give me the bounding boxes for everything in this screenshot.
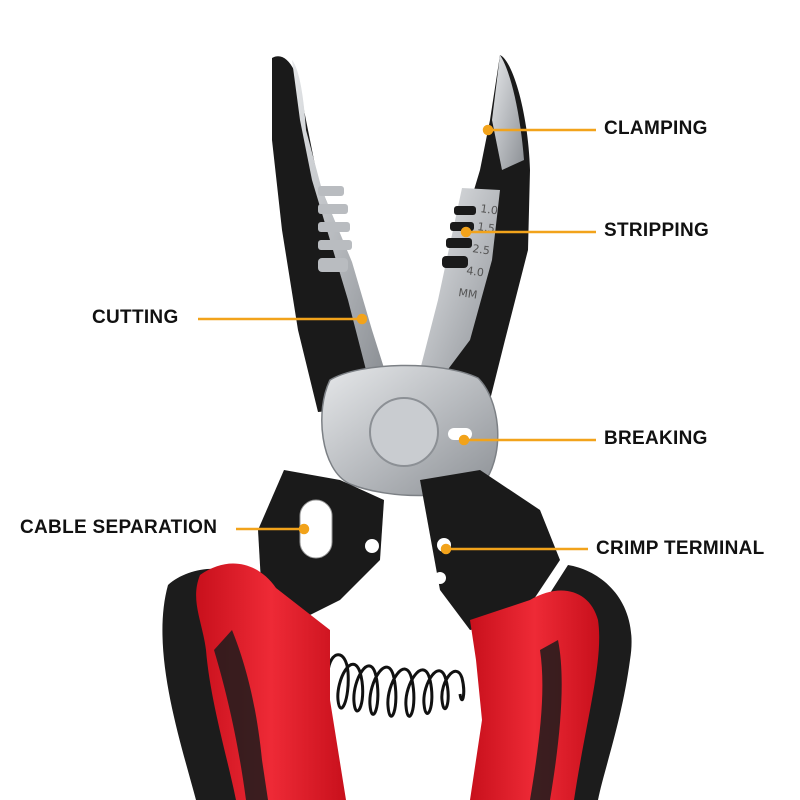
pivot-rivet <box>369 397 439 467</box>
right-jaw-face <box>420 188 500 380</box>
label-stripping: STRIPPING <box>604 220 710 241</box>
crimp-terminal-leader-dot <box>440 543 452 555</box>
left-hole <box>365 539 379 553</box>
spring <box>326 653 466 718</box>
label-crimp-terminal: CRIMP TERMINAL <box>596 538 765 559</box>
label-cutting: CUTTING <box>92 307 179 328</box>
crimp-notch-2 <box>434 572 446 584</box>
label-clamping: CLAMPING <box>604 118 708 139</box>
left-handle-red <box>196 563 346 800</box>
clamping-leader-dot <box>482 124 494 136</box>
right-handle-red <box>470 590 600 800</box>
left-stripping-teeth <box>318 186 352 272</box>
svg-text:MM: MM <box>458 286 479 302</box>
left-jaw-edge <box>292 60 384 370</box>
svg-text:1.0: 1.0 <box>480 202 499 217</box>
leader-lines <box>198 124 596 555</box>
cutting-leader-dot <box>356 313 368 325</box>
breaking-leader-dot <box>458 434 470 446</box>
wire-gauge-markings: 1.0 1.5 2.5 4.0 MM <box>458 202 499 302</box>
right-stripping-teeth <box>442 206 476 268</box>
right-jaw-edge <box>492 55 524 170</box>
label-cable-separation: CABLE SEPARATION <box>20 517 218 538</box>
stripping-leader-dot <box>460 226 472 238</box>
right-handle-grip <box>530 640 562 800</box>
svg-text:4.0: 4.0 <box>466 264 485 279</box>
label-breaking: BREAKING <box>604 428 708 449</box>
left-handle-grip <box>214 630 268 800</box>
cable-separation-leader-dot <box>298 523 310 535</box>
svg-text:2.5: 2.5 <box>472 242 491 257</box>
